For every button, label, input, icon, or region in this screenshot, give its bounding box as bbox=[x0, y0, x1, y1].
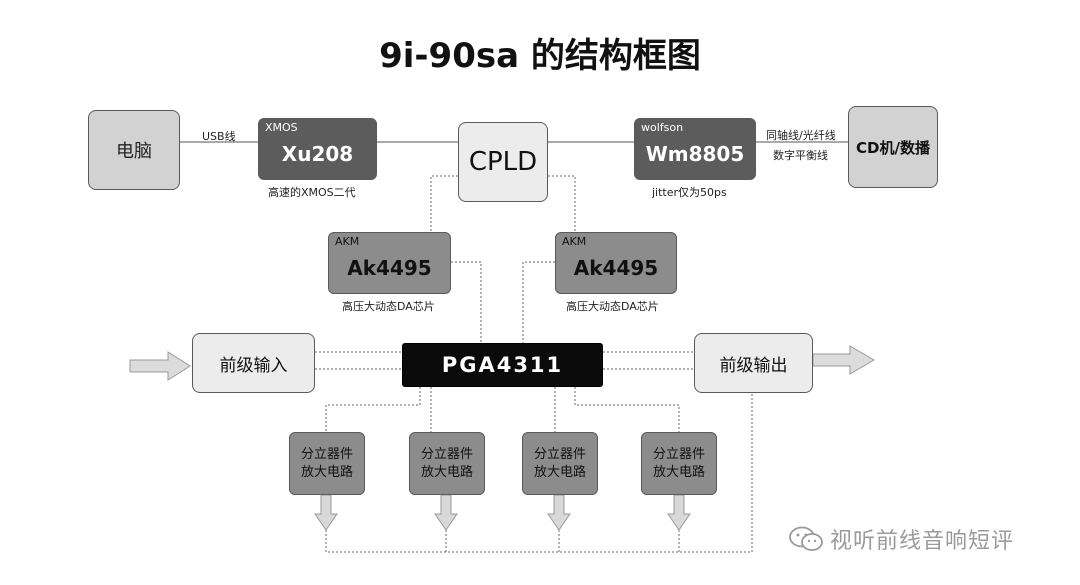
xmos-name: Xu208 bbox=[281, 142, 354, 166]
pc-block: 电脑 bbox=[88, 110, 180, 190]
cd-block: CD机/数播 bbox=[848, 106, 938, 188]
pga-block: PGA4311 bbox=[402, 343, 603, 387]
xmos-caption: 高速的XMOS二代 bbox=[268, 186, 356, 199]
dac-right-caption: 高压大动态DA芯片 bbox=[566, 300, 659, 313]
amp2-down-arrow bbox=[434, 494, 458, 531]
pga-amp1-line bbox=[325, 387, 421, 432]
usb-link-label: USB线 bbox=[202, 130, 236, 143]
amp-3-line1: 分立器件 bbox=[533, 446, 586, 462]
pga-amp4-line bbox=[574, 387, 680, 432]
wechat-icon bbox=[789, 526, 823, 551]
dac-right-block: AKM Ak4495 bbox=[555, 232, 677, 294]
input-arrow bbox=[129, 351, 191, 381]
amp-block-4: 分立器件放大电路 bbox=[641, 432, 717, 495]
amp-4-line1: 分立器件 bbox=[652, 446, 705, 462]
wolfson-block: wolfson Wm8805 bbox=[634, 118, 756, 180]
wolfson-name: Wm8805 bbox=[645, 142, 745, 166]
cd-label: CD机/数播 bbox=[856, 138, 930, 157]
amp-1-line2: 放大电路 bbox=[300, 464, 353, 480]
cpld-dac-left-line bbox=[430, 175, 458, 232]
dac-left-pga-line bbox=[451, 261, 482, 343]
cd-link-label-2: 数字平衡线 bbox=[773, 149, 828, 162]
amp-2-line2: 放大电路 bbox=[420, 464, 473, 480]
xmos-block: XMOS Xu208 bbox=[258, 118, 377, 180]
dac-left-caption: 高压大动态DA芯片 bbox=[342, 300, 435, 313]
pc-label: 电脑 bbox=[116, 141, 152, 162]
wolfson-caption: jitter仅为50ps bbox=[652, 186, 727, 199]
amp-2-line1: 分立器件 bbox=[420, 446, 473, 462]
amp-1-line1: 分立器件 bbox=[300, 446, 353, 462]
diagram-title: 9i-90sa 的结构框图 bbox=[379, 36, 701, 76]
amp1-down-arrow bbox=[314, 494, 338, 531]
dac-right-name: Ak4495 bbox=[573, 256, 659, 280]
pre-out-label: 前级输出 bbox=[719, 355, 788, 376]
cpld-dac-right-line bbox=[548, 175, 576, 232]
pre-in-block: 前级输入 bbox=[192, 333, 315, 393]
amp-3-line2: 放大电路 bbox=[533, 464, 586, 480]
dac-right-tag: AKM bbox=[562, 235, 587, 248]
wolfson-tag: wolfson bbox=[641, 121, 684, 134]
dac-left-block: AKM Ak4495 bbox=[328, 232, 451, 294]
amp-block-2: 分立器件放大电路 bbox=[409, 432, 485, 495]
pre-out-block: 前级输出 bbox=[694, 333, 813, 393]
dac-left-name: Ak4495 bbox=[347, 256, 432, 280]
cpld-block: CPLD bbox=[458, 122, 548, 202]
cpld-label: CPLD bbox=[468, 147, 538, 177]
dac-right-pga-line bbox=[522, 261, 555, 343]
watermark: 视听前线音响短评 bbox=[788, 523, 1014, 555]
xmos-tag: XMOS bbox=[265, 121, 298, 134]
dac-left-tag: AKM bbox=[335, 235, 360, 248]
output-arrow bbox=[812, 345, 875, 375]
cd-link-label-1: 同轴线/光纤线 bbox=[766, 129, 836, 142]
amp-block-1: 分立器件放大电路 bbox=[289, 432, 365, 495]
pga-label: PGA4311 bbox=[441, 353, 564, 377]
amp-4-line2: 放大电路 bbox=[652, 464, 705, 480]
amp3-down-arrow bbox=[547, 494, 571, 531]
amp4-down-arrow bbox=[667, 494, 691, 531]
pre-in-label: 前级输入 bbox=[219, 355, 288, 376]
watermark-text: 视听前线音响短评 bbox=[830, 529, 1015, 554]
amp-block-3: 分立器件放大电路 bbox=[522, 432, 598, 495]
